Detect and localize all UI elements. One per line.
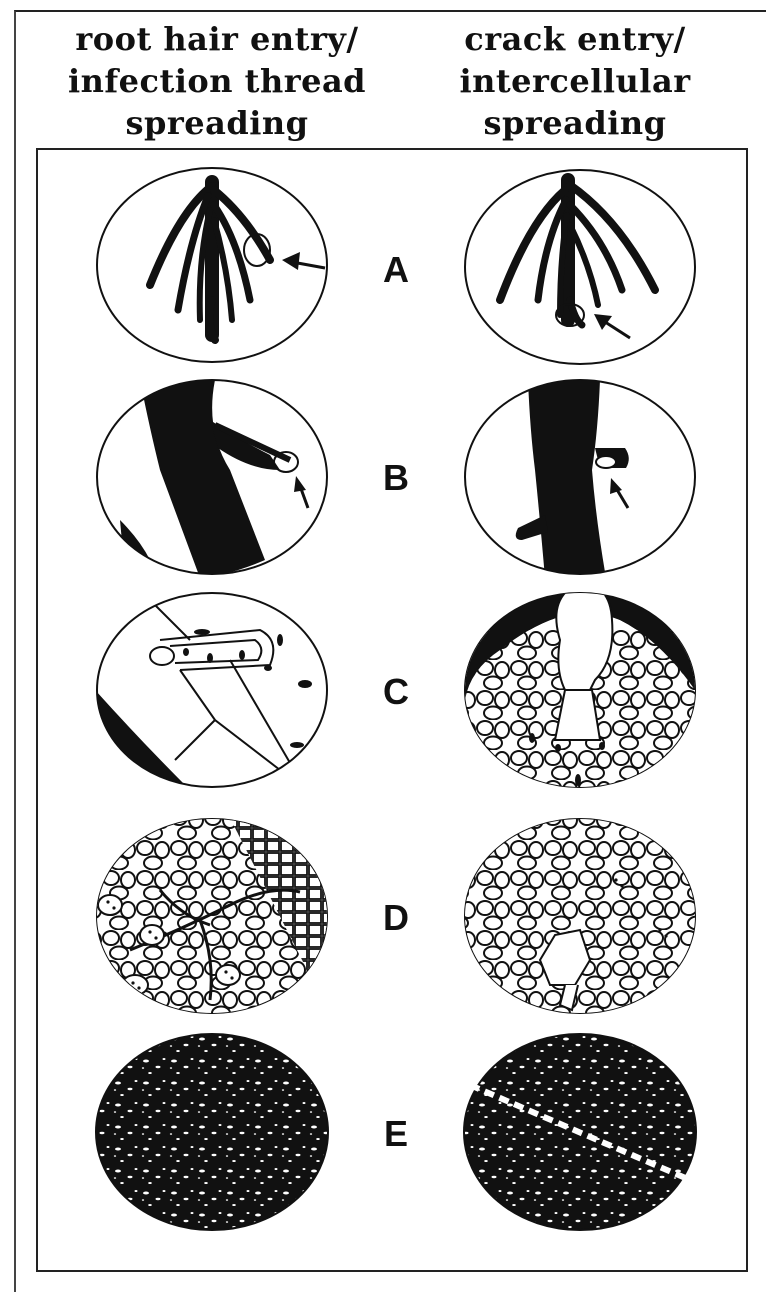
row-b-right-root-crack	[465, 380, 695, 578]
row-label-c: C	[383, 671, 409, 712]
row-c-left-infection-thread	[60, 593, 327, 790]
row-label-e: E	[384, 1113, 408, 1154]
row-label-a: A	[383, 249, 409, 290]
row-e-right-nodule	[464, 1034, 696, 1230]
row-d-right-cortex-spreading	[463, 818, 698, 1018]
row-c-right-crack-entry	[465, 584, 695, 790]
row-label-d: D	[383, 897, 409, 938]
row-a-right-root-system	[465, 170, 695, 364]
row-a-left-root-system	[97, 168, 327, 362]
row-e-left-nodule	[96, 1034, 328, 1230]
row-d-left-cortex-thread	[95, 818, 330, 1018]
row-label-b: B	[383, 457, 409, 498]
row-b-left-root-hair	[97, 380, 327, 578]
